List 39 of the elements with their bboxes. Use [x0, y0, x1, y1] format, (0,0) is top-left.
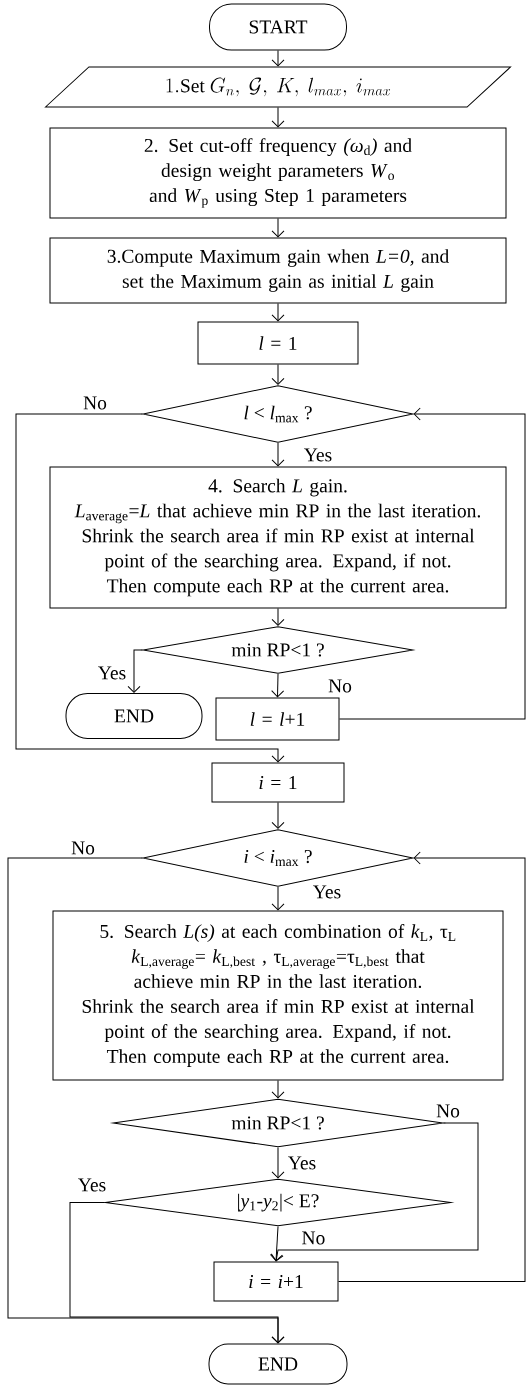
process-box: i = i+1	[213, 1261, 339, 1302]
edge-label: No	[328, 679, 352, 693]
arrow	[339, 407, 526, 720]
process-box: 4. Search L gain. L$_{average}$=L that achieve min RP in the last iteration. Shrink the search area if min RP exist at internal point of the searching area. Expand, if not. Then compute each RP at the current area.	[49, 466, 507, 609]
arrow	[271, 303, 285, 322]
edge-label: Yes	[288, 1156, 316, 1170]
terminal-box: START	[209, 3, 347, 51]
arrow	[15, 413, 285, 763]
edge-label: No	[71, 841, 95, 855]
arrow	[271, 442, 285, 467]
edge-label: No	[83, 396, 107, 410]
edge-label: Yes	[78, 1178, 106, 1192]
arrow	[127, 649, 143, 693]
edge-label: No	[302, 1231, 325, 1245]
arrow	[271, 673, 285, 698]
edge-label: Yes	[313, 885, 341, 899]
terminal-box: END	[65, 693, 203, 739]
arrow	[271, 1080, 285, 1099]
arrow	[269, 1226, 283, 1262]
arrow	[338, 851, 526, 1282]
input-parallelogram: $1.\mathrm{Set}\ G_n,\ \mathcal{G},\ K,\ l_{max},\ i_{max}$	[45, 66, 511, 108]
arrow	[271, 802, 285, 829]
arrow	[271, 218, 285, 238]
arrow	[271, 50, 285, 67]
edge-label: Yes	[304, 448, 332, 462]
process-box: l = 1	[197, 321, 359, 365]
arrow	[271, 364, 285, 385]
process-box: 3.Compute Maximum gain when L=0, and set the Maximum gain as initial L gain	[49, 237, 507, 304]
edge-label: Yes	[98, 666, 126, 680]
process-box: 5. Search L(s) at each combination of k$_{L}$, τ$_{L}$ k$_{L,average}$= k$_{L,best}$ , τ$_{L,average}$=τ$_{L,best}$ that achieve min RP in the last iteration. Shrink the search area if min RP exist at internal point of the searching area. Expand, if not. Then compute each RP at the current area.	[52, 910, 504, 1081]
terminal-box: END	[208, 1343, 348, 1385]
arrow	[271, 1147, 285, 1179]
arrow	[69, 1202, 285, 1344]
process-box: i = 1	[211, 762, 345, 803]
arrow	[271, 608, 285, 626]
arrow	[271, 886, 285, 911]
process-box: l = l+1	[215, 697, 340, 741]
process-box: 2. Set cut-off frequency (ω$_{d}$) and design weight parameters W$_{o}$ and W$_{p}$ using Step 1 parameters	[49, 127, 507, 219]
arrow	[271, 107, 285, 128]
